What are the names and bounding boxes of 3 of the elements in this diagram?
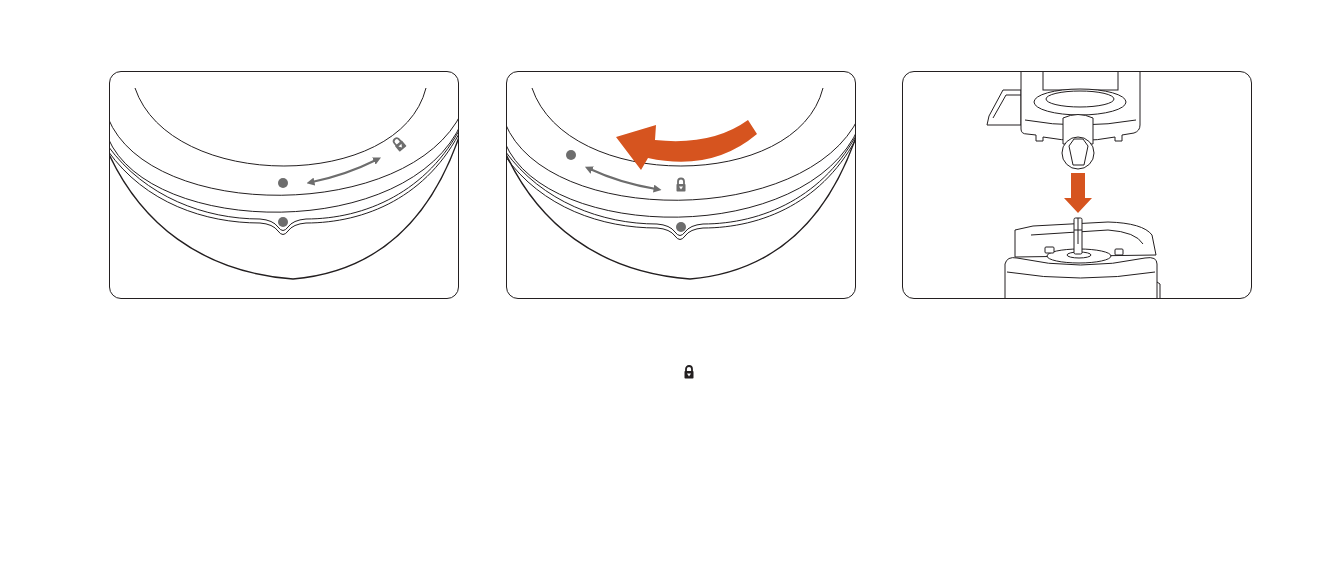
- lid-ring-illustration: [109, 71, 459, 299]
- lid-turning-illustration: [506, 71, 856, 299]
- jar-on-base-illustration: [902, 71, 1252, 299]
